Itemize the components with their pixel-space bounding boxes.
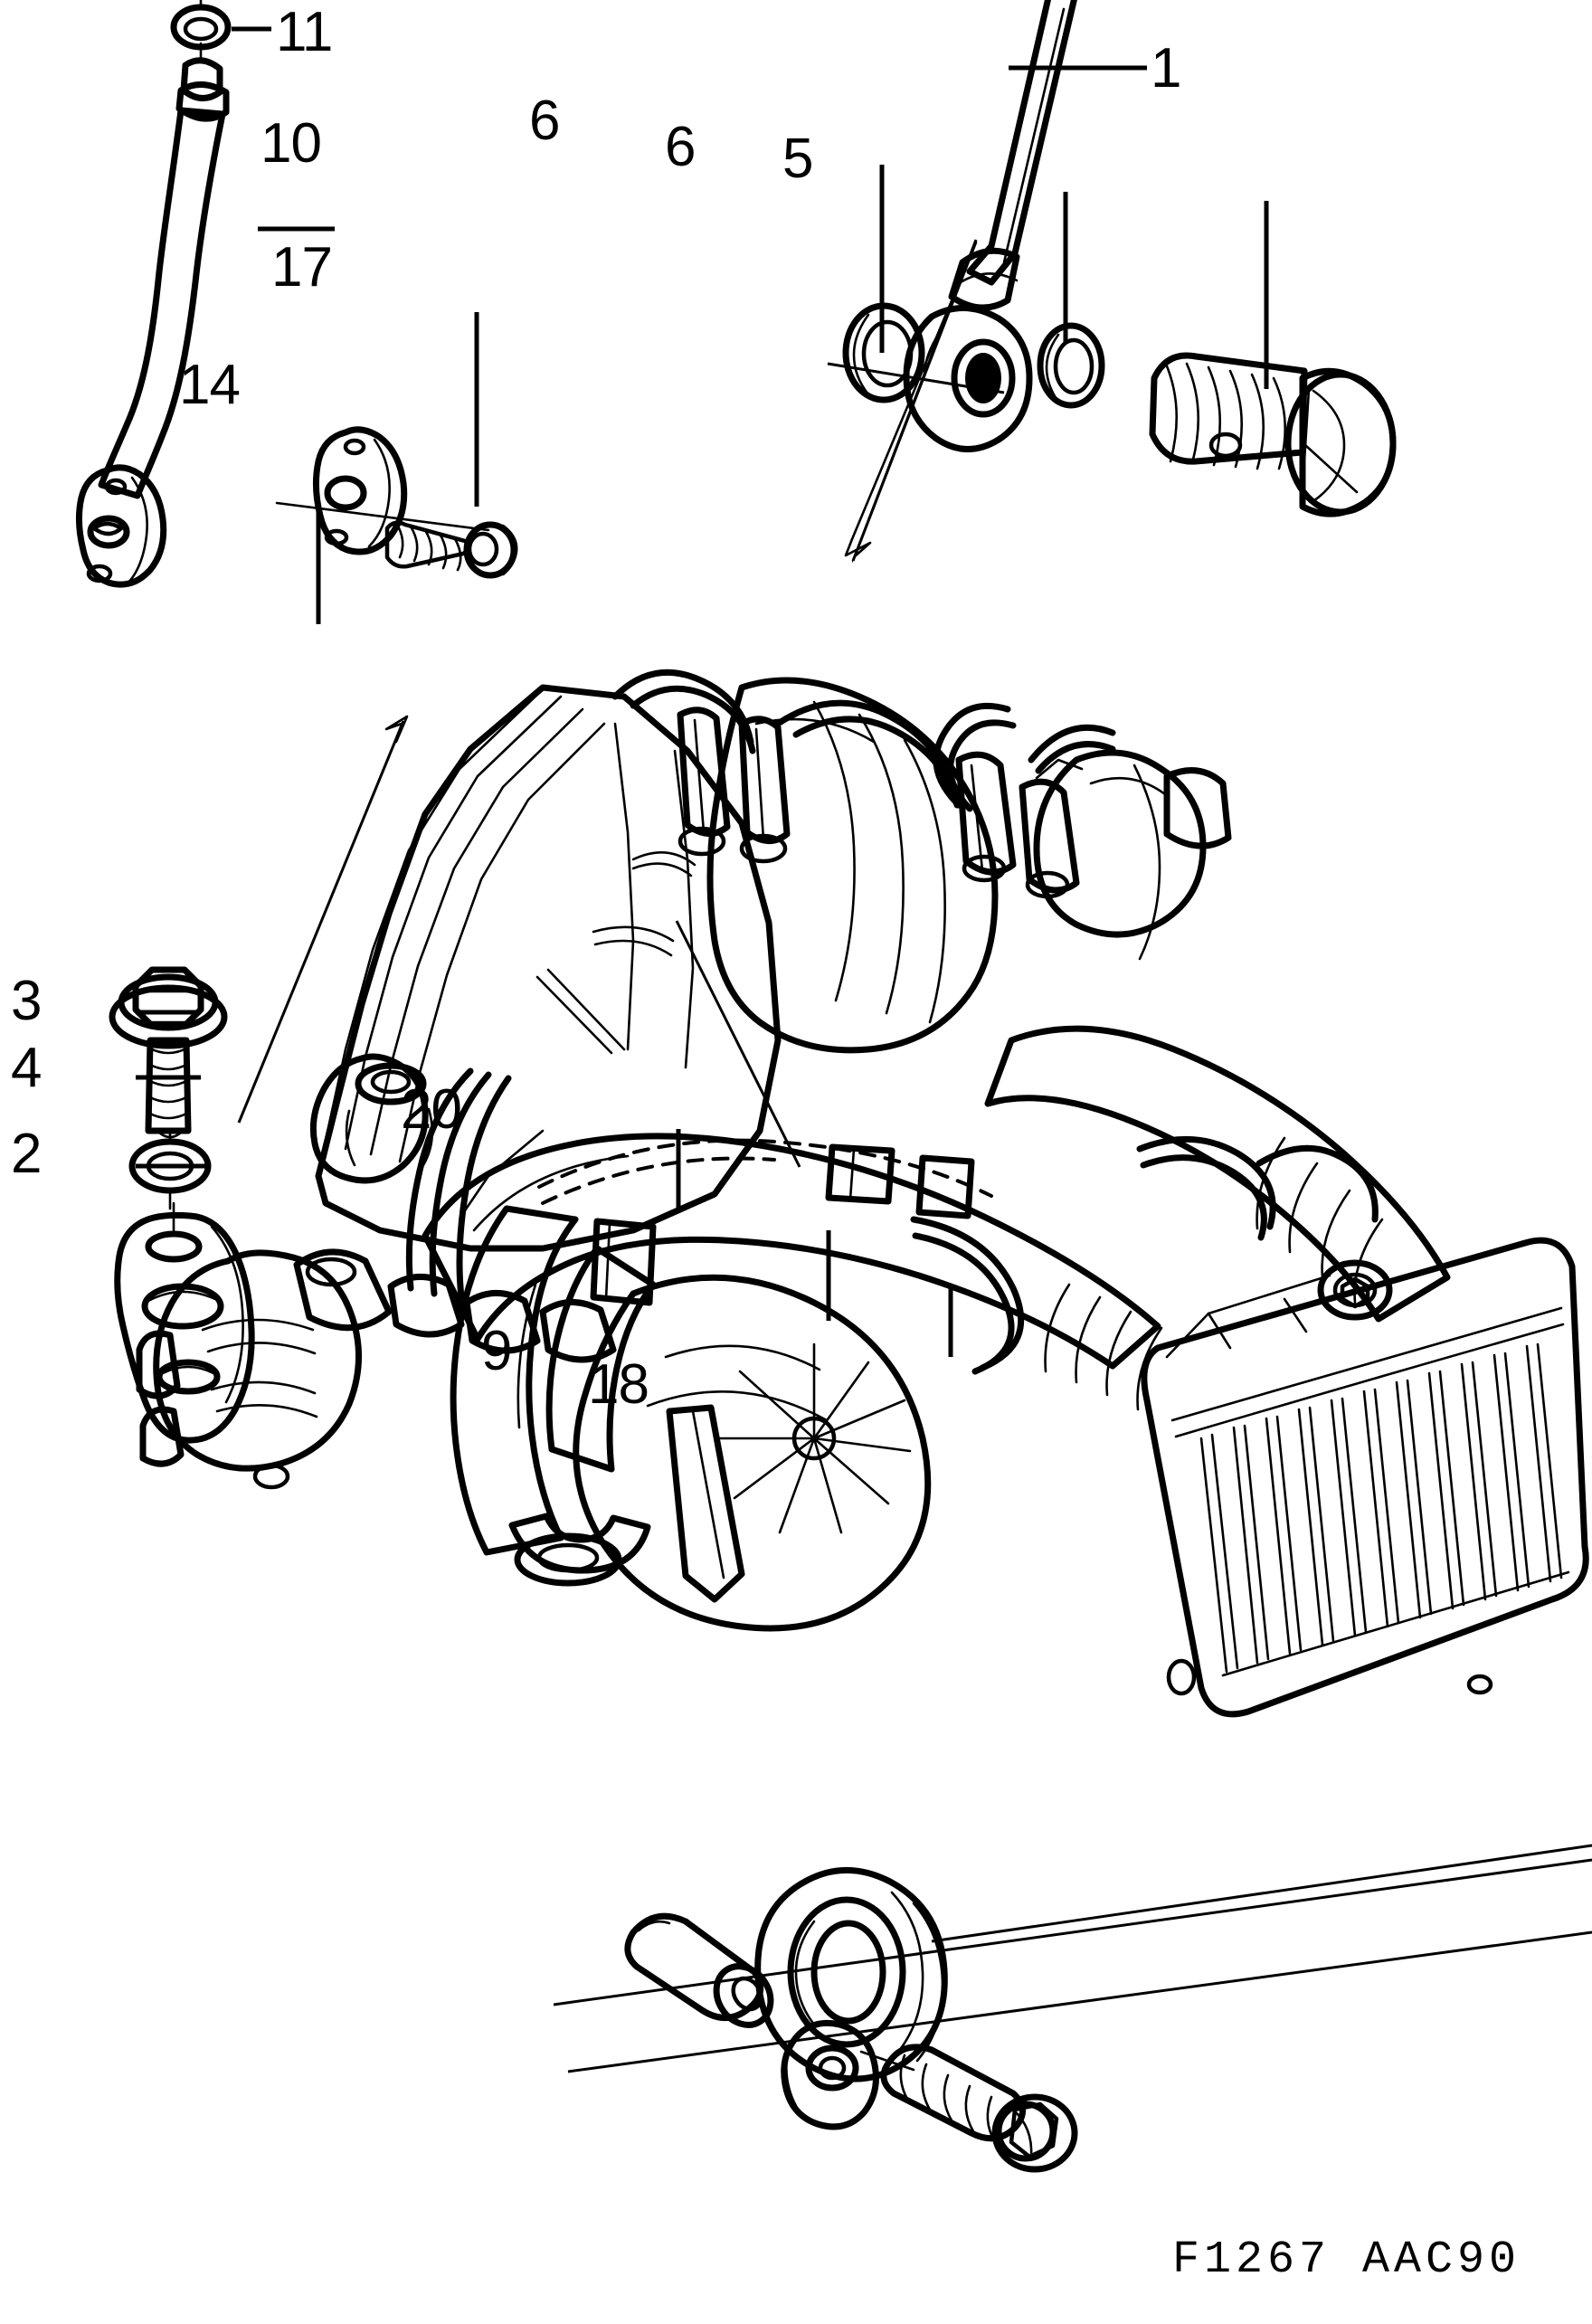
engine-illustration: [136, 669, 1589, 1718]
connector-blocks: [590, 1143, 975, 1306]
part-17-screw: [275, 501, 518, 579]
drawing-reference-code: F1267 AAC90: [1172, 2234, 1521, 2286]
front-hoses: [450, 1205, 657, 1587]
callout-4[interactable]: 4: [11, 1037, 42, 1099]
callout-14[interactable]: 14: [179, 354, 241, 416]
part-3-flange-bolt: [109, 966, 228, 1139]
callout-10[interactable]: 10: [261, 112, 322, 175]
callout-5[interactable]: 5: [782, 128, 813, 190]
callout-20[interactable]: 20: [401, 1078, 462, 1141]
callout-1[interactable]: 1: [1151, 37, 1181, 100]
part-4-washer: [128, 1129, 212, 1210]
fan-ribs: [716, 1342, 912, 1534]
callout-11[interactable]: 11: [276, 1, 333, 63]
turbo-inlet-hose: [422, 1133, 1163, 1411]
callout-17[interactable]: 17: [271, 236, 333, 299]
callout-2[interactable]: 2: [11, 1123, 42, 1185]
part-6-sealing-washer-right: [1037, 322, 1105, 409]
part-11-sealing-ring: [170, 0, 232, 62]
intercooler-hose: [984, 1025, 1451, 1323]
part-14-gasket: [312, 426, 408, 555]
callout-3[interactable]: 3: [11, 970, 42, 1032]
callout-6-right[interactable]: 6: [665, 116, 696, 178]
ignition-towers: [677, 707, 791, 864]
banjo-eye-fitting: [903, 305, 1033, 452]
part-10-oil-return-pipe: [75, 57, 230, 588]
part-1-oil-feed-pipe: [948, 0, 1077, 311]
intercooler: [1141, 1237, 1589, 1718]
engine-mount: [309, 1053, 434, 1184]
part-9-pipe-bracket: [553, 1844, 1592, 2130]
part-5-banjo-bolt: [1149, 352, 1397, 517]
intercooler-fins: [1199, 1342, 1563, 1674]
part-2-return-flange: [114, 1201, 255, 1444]
part-20-sleeve: [624, 1912, 774, 2028]
bell-housing: [573, 1274, 932, 1632]
part-18-bracket-bolt: [859, 2044, 1078, 2173]
callout-9[interactable]: 9: [481, 1320, 512, 1382]
callout-18[interactable]: 18: [588, 1353, 649, 1416]
callout-6-left[interactable]: 6: [529, 90, 560, 152]
starter-motor: [136, 1248, 393, 1490]
